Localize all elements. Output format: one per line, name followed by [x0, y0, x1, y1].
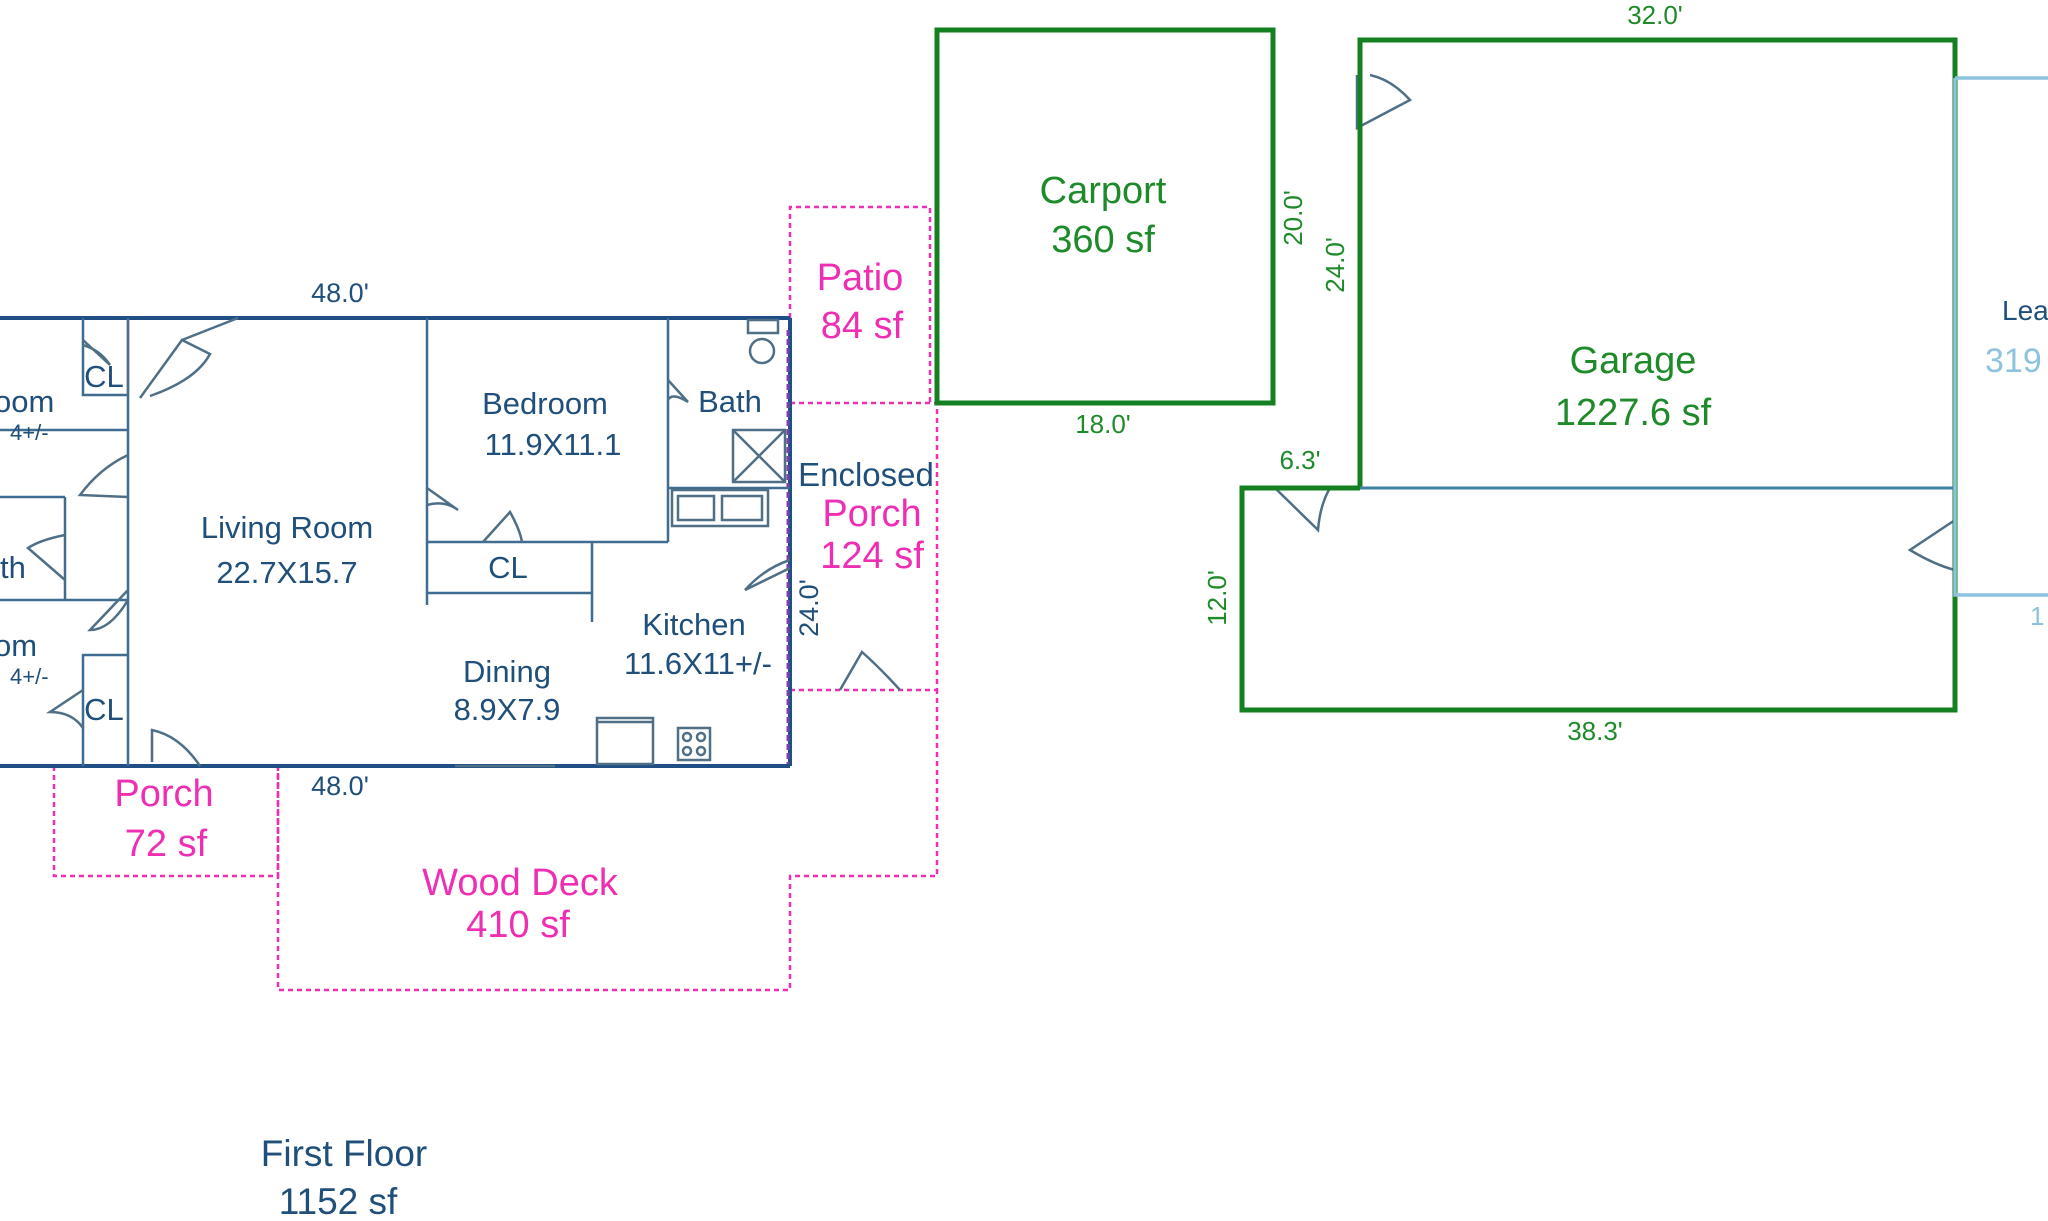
shower-icon — [731, 428, 787, 484]
enclosed-porch-area: 124 sf — [820, 535, 924, 577]
lean-to-dimension: 1 — [2030, 601, 2044, 631]
stove-icon — [676, 726, 712, 762]
bedroom-size: 11.9X11.1 — [485, 427, 622, 462]
garage-top-dimension: 32.0' — [1627, 0, 1683, 30]
room-left-size: 4+/- — [10, 420, 49, 445]
garage-left-dimension: 12.0' — [1202, 570, 1232, 626]
kitchen-name: Kitchen — [642, 607, 745, 642]
house-interior-walls — [0, 318, 790, 766]
garage-outline — [1239, 37, 1958, 713]
bedroom-name: Bedroom — [482, 386, 608, 421]
closet-top-label: CL — [84, 359, 124, 394]
carport-area: 360 sf — [1051, 219, 1155, 261]
enclosed-porch-name: Enclosed — [798, 456, 934, 493]
house-top-dimension: 48.0' — [311, 278, 369, 308]
wood-deck-name: Wood Deck — [422, 862, 619, 904]
door-swing — [150, 728, 202, 767]
house-walls — [0, 316, 792, 768]
patio-area: 84 sf — [821, 305, 904, 347]
carport-name: Carport — [1040, 170, 1167, 212]
garage-side-dimension: 24.0' — [1320, 237, 1350, 293]
door-swing — [1355, 73, 1413, 131]
door-swing — [77, 453, 129, 499]
dining-size: 8.9X7.9 — [454, 692, 561, 727]
refrigerator-icon — [595, 716, 655, 766]
lean-to-area: 319 — [1985, 342, 2042, 380]
garage-bottom-dimension: 38.3' — [1567, 716, 1623, 746]
bath-left-name: th — [0, 550, 26, 585]
garage-area: 1227.6 sf — [1555, 392, 1712, 434]
door-swing — [45, 688, 85, 729]
door-swing — [138, 338, 212, 399]
porch-area: 72 sf — [125, 823, 208, 865]
closet-bottom-label: CL — [84, 692, 124, 727]
sink-basin-icon — [720, 494, 764, 522]
door-swing — [87, 589, 130, 632]
door-swing — [82, 339, 112, 366]
garage-notch-dimension: 6.3' — [1279, 445, 1320, 475]
closet-mid-label: CL — [488, 550, 528, 585]
door-swing — [1907, 518, 1956, 572]
door-swing — [666, 379, 689, 404]
living-room-name: Living Room — [201, 510, 373, 545]
first-floor-title: First Floor — [261, 1133, 428, 1174]
door-swing — [482, 509, 524, 543]
toilet-bowl-icon — [748, 337, 776, 365]
house-bottom-dimension: 48.0' — [311, 771, 369, 801]
garage-name: Garage — [1570, 340, 1697, 382]
sink-icon — [670, 488, 770, 528]
wood-deck-outline — [276, 690, 939, 992]
patio-outline — [788, 205, 932, 403]
door-swing — [838, 650, 901, 691]
carport-side-dimension: 20.0' — [1278, 190, 1308, 246]
room-left2-size: 4+/- — [10, 664, 49, 689]
enclosed-porch-name2: Porch — [822, 493, 921, 535]
bath-name: Bath — [698, 384, 762, 419]
lean-to-outline — [1953, 78, 2048, 597]
enclosed-porch-outline — [790, 401, 939, 692]
door-swing — [181, 316, 239, 342]
first-floor-area: 1152 sf — [279, 1181, 398, 1221]
dining-name: Dining — [463, 654, 551, 689]
doors — [25, 73, 1956, 767]
lean-to-name: Lea — [2002, 295, 2048, 326]
door-swing — [1274, 487, 1332, 533]
room-left2-name: om — [0, 628, 37, 663]
door-swing — [744, 558, 791, 592]
fixtures — [455, 318, 787, 768]
carport-bottom-dimension: 18.0' — [1075, 409, 1131, 439]
porch-name: Porch — [114, 773, 213, 815]
patio-name: Patio — [817, 257, 904, 299]
house-side-dimension: 24.0' — [794, 579, 824, 637]
wood-deck-area: 410 sf — [466, 904, 570, 946]
door-swing — [25, 533, 66, 581]
kitchen-size: 11.6X11+/- — [624, 646, 772, 681]
living-room-size: 22.7X15.7 — [216, 555, 357, 590]
carport-outline — [934, 27, 1276, 406]
toilet-icon — [746, 318, 780, 335]
outdoor-areas — [52, 205, 939, 992]
room-left-name: oom — [0, 384, 54, 419]
sink-basin-icon — [676, 494, 716, 522]
door-swing — [426, 486, 459, 512]
